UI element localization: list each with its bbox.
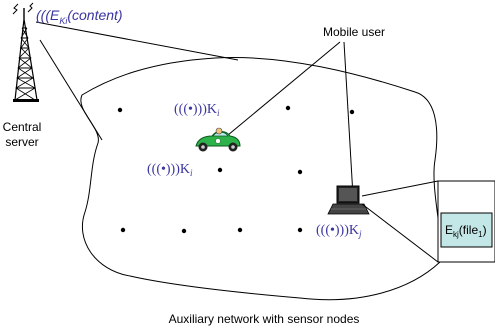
sensor-node-icon (349, 109, 355, 115)
file-box (440, 212, 493, 248)
sensor-nodes (117, 105, 355, 234)
sensor-node-icon (120, 227, 126, 233)
sensor-node-icon (285, 105, 291, 111)
broadcast-line-top (35, 21, 239, 61)
network-region (80, 57, 442, 301)
sensor-node-icon (297, 169, 303, 175)
car-icon (195, 127, 241, 152)
file-box-label: Ekj(file1) (445, 223, 487, 239)
mobile-user-label: Mobile user (323, 25, 385, 39)
tower-label-line1: Central (3, 120, 42, 134)
sensor-node-icon (237, 227, 243, 233)
sensor-node-icon (181, 228, 187, 234)
network-caption: Auxiliary network with sensor nodes (169, 312, 360, 326)
key-broadcast-3: (((•)))Kj (316, 223, 362, 239)
sensor-node-icon (217, 167, 223, 173)
tower-broadcast-text: (((EKi(content) (36, 7, 123, 26)
sensor-node-icon (117, 107, 123, 113)
mobile-user-line-laptop (343, 41, 354, 197)
key-broadcast-1: (((•)))Ki (174, 102, 220, 118)
mobile-user-line-car (221, 41, 341, 141)
callout-line-bottom (361, 203, 439, 263)
key-broadcast-2: (((•)))Ki (147, 162, 193, 178)
tower-label-line2: server (5, 135, 38, 149)
callout-line-top (361, 180, 439, 197)
radio-tower-icon (12, 2, 39, 102)
broadcast-line-side (39, 39, 103, 141)
sensor-node-icon (297, 227, 303, 233)
laptop-icon (327, 185, 370, 215)
